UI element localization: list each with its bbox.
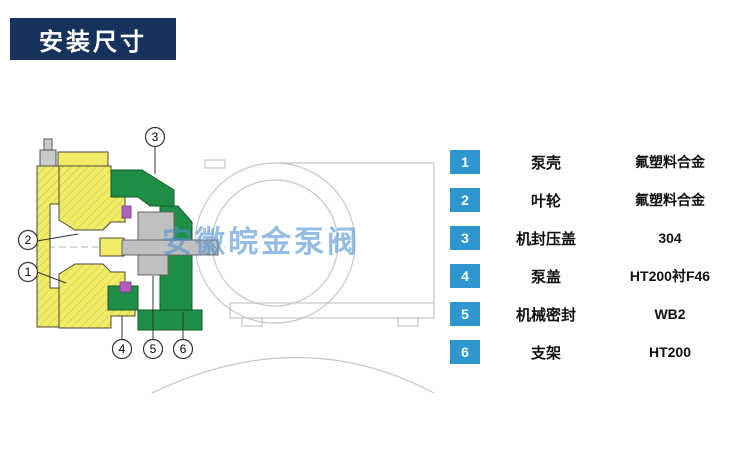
callout-4: 4 (111, 338, 133, 360)
seal-ring-purple-bottom (119, 281, 132, 293)
part-material: WB2 (654, 306, 686, 322)
row-number-badge: 1 (450, 150, 480, 174)
svg-text:2: 2 (25, 233, 32, 247)
pump-bracket (107, 169, 203, 331)
table-row: 3 机封压盖 304 (450, 226, 730, 250)
part-name: 支架 (530, 344, 561, 362)
part-material: 氟塑料合金 (635, 192, 705, 208)
table-row: 5 机械密封 WB2 (450, 302, 730, 326)
shaft-assembly (121, 211, 219, 276)
callout-2: 2 (17, 229, 39, 251)
svg-text:5: 5 (150, 342, 157, 356)
motor-outline (151, 159, 435, 394)
svg-text:6: 6 (180, 342, 187, 356)
table-row: 6 支架 HT200 (450, 340, 730, 364)
table-row: 1 泵壳 氟塑料合金 (450, 150, 730, 174)
row-number-badge: 3 (450, 226, 480, 250)
page-title: 安装尺寸 (39, 28, 147, 56)
table-row: 4 泵盖 HT200衬F46 (450, 264, 730, 288)
part-name: 机封压盖 (515, 230, 576, 248)
bearing-block (137, 211, 175, 241)
part-name: 泵壳 (530, 154, 561, 172)
row-number-badge: 6 (450, 340, 480, 364)
parts-table: 1 泵壳 氟塑料合金 2 叶轮 氟塑料合金 3 机封压盖 304 4 泵盖 HT… (450, 150, 730, 364)
part-material: 氟塑料合金 (635, 154, 705, 170)
svg-text:3: 3 (152, 130, 159, 144)
part-material: HT200衬F46 (629, 268, 711, 284)
part-material: HT200 (648, 344, 692, 360)
table-row: 2 叶轮 氟塑料合金 (450, 188, 730, 212)
callout-5: 5 (142, 338, 164, 360)
watermark-text: 安徽皖金泵阀 (162, 225, 360, 259)
seal-block (137, 254, 169, 276)
bolt (39, 138, 57, 167)
seal-rings (119, 205, 132, 293)
part-name: 机械密封 (515, 306, 576, 324)
callout-3: 3 (144, 126, 166, 148)
part-material: 304 (658, 230, 682, 246)
row-number-badge: 5 (450, 302, 480, 326)
discharge-flange (57, 151, 109, 167)
row-number-badge: 2 (450, 188, 480, 212)
header-banner: 安装尺寸 (10, 18, 176, 60)
callout-leaders (36, 147, 184, 340)
callout-6: 6 (172, 338, 194, 360)
row-number-badge: 4 (450, 264, 480, 288)
impeller-hub (99, 237, 125, 257)
callout-1: 1 (17, 261, 39, 283)
part-name: 叶轮 (530, 192, 561, 210)
part-name: 泵盖 (530, 268, 561, 286)
svg-text:1: 1 (25, 265, 32, 279)
seal-ring-purple-top (121, 205, 132, 219)
svg-text:4: 4 (119, 342, 126, 356)
bracket-foot (137, 309, 203, 331)
section-hatching (37, 166, 135, 328)
